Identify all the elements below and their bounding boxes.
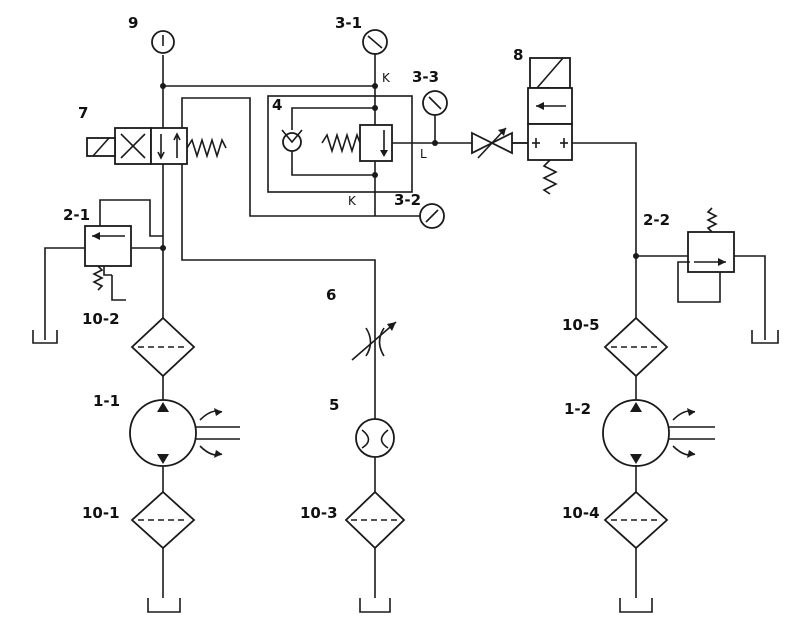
label-2-2: 2-2 <box>643 211 670 229</box>
line-7-to-throttle <box>181 164 376 330</box>
flowmeter-5: 5 <box>329 396 395 492</box>
label-1-2: 1-2 <box>564 400 591 418</box>
pump-1-1: 1-1 <box>93 392 240 467</box>
label-2-1: 2-1 <box>63 206 90 224</box>
label-9: 9 <box>128 14 138 32</box>
filter-10-3: 10-3 <box>300 490 406 598</box>
filter-10-5: 10-5 <box>562 316 669 400</box>
label-k-bottom: K <box>348 194 357 208</box>
line-7-to-gauge-3-2 <box>181 97 420 217</box>
relief-valve-2-1: 2-1 <box>44 199 166 340</box>
label-5: 5 <box>329 396 339 414</box>
label-7: 7 <box>78 104 88 122</box>
label-10-3: 10-3 <box>300 504 338 522</box>
label-3-2: 3-2 <box>394 191 421 209</box>
directional-valve-7: 7 <box>78 104 227 165</box>
relief-valve-2-2: 2-2 <box>633 207 766 340</box>
filter-10-4: 10-4 <box>562 490 669 598</box>
filter-10-2: 10-2 <box>82 310 196 378</box>
label-1-1: 1-1 <box>93 392 120 410</box>
label-6: 6 <box>326 286 336 304</box>
throttle-valve-adjustable <box>435 127 528 159</box>
label-10-4: 10-4 <box>562 504 600 522</box>
throttle-6: 6 <box>326 286 397 420</box>
pressure-gauge-9: 9 <box>128 14 175 54</box>
pressure-gauge-3-1: 3-1 <box>335 14 388 86</box>
tank-10-1 <box>147 598 181 613</box>
label-4: 4 <box>272 96 282 114</box>
filter-10-1: 10-1 <box>82 490 196 550</box>
label-10-1: 10-1 <box>82 504 120 522</box>
label-l: L <box>420 147 427 161</box>
pump-1-2: 1-2 <box>564 399 715 495</box>
tank-10-3 <box>359 598 391 613</box>
left-supply-line <box>160 55 378 598</box>
label-k-top: K <box>382 71 391 85</box>
label-10-5: 10-5 <box>562 316 600 334</box>
label-10-2: 10-2 <box>82 310 120 328</box>
label-8: 8 <box>513 46 523 64</box>
pressure-gauge-3-3: 3-3 <box>412 68 448 146</box>
label-3-1: 3-1 <box>335 14 362 32</box>
component-4: 4 <box>267 86 435 216</box>
tank-2-2 <box>751 330 779 344</box>
directional-valve-8: 8 <box>512 46 637 318</box>
pressure-gauge-3-2: 3-2 <box>394 191 445 229</box>
tank-2-1 <box>32 330 58 344</box>
label-3-3: 3-3 <box>412 68 439 86</box>
tank-10-4 <box>619 598 653 613</box>
